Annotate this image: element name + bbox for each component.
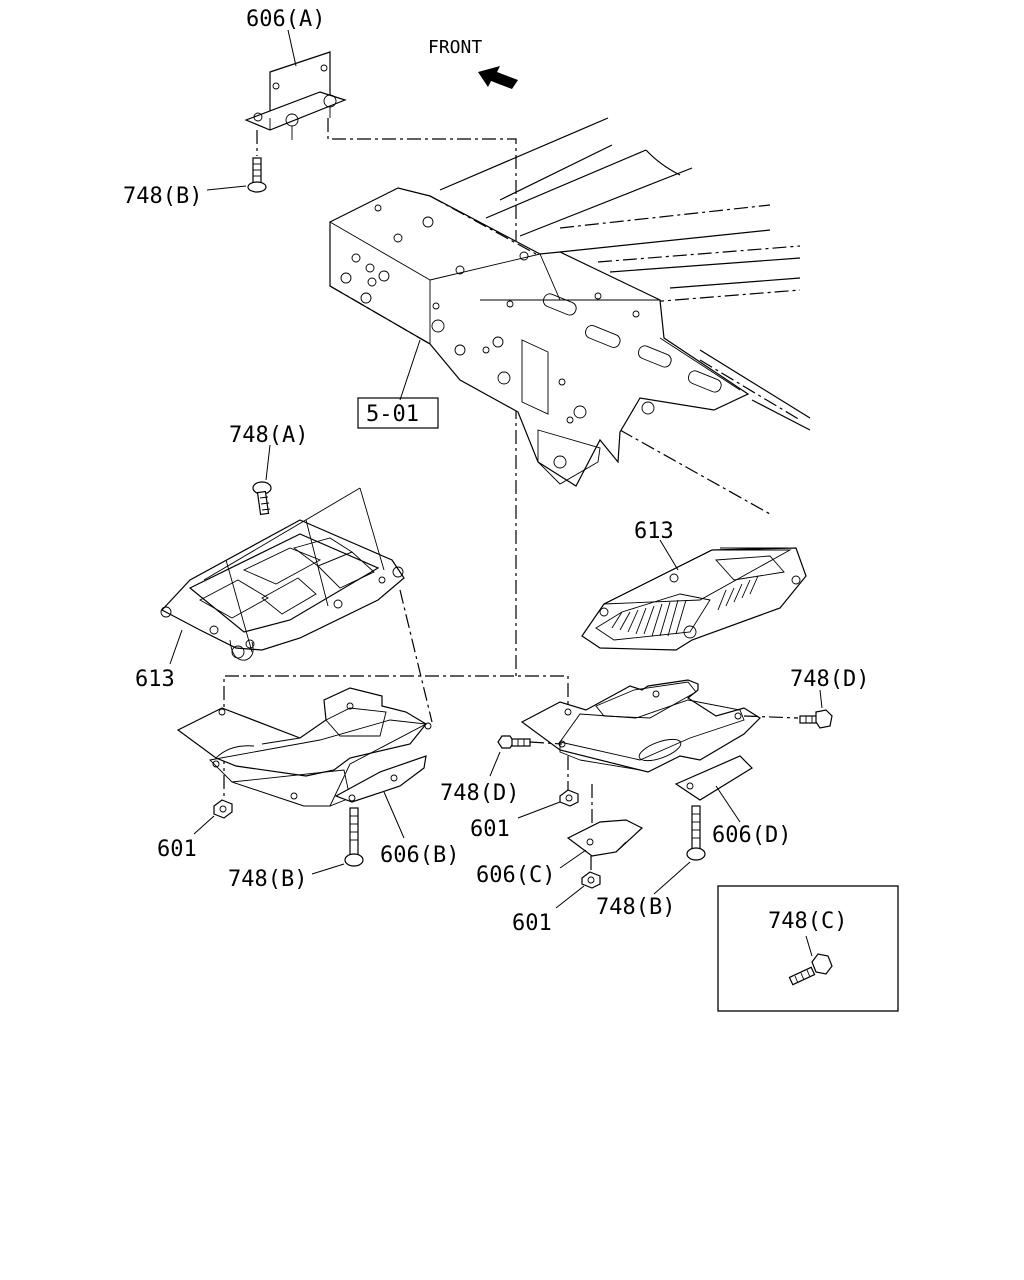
bolt-748a xyxy=(252,481,272,516)
label-5-01: 5-01 xyxy=(366,402,419,427)
nut-601-left xyxy=(213,799,233,819)
bracket-606b xyxy=(176,687,432,807)
bolt-748d-right xyxy=(743,709,833,729)
chassis-rails xyxy=(439,117,811,515)
bolt-748b-left xyxy=(344,807,364,867)
front-arrow-icon xyxy=(478,66,518,89)
label-748d-right: 748(D) xyxy=(790,667,869,692)
label-748c: 748(C) xyxy=(768,909,847,934)
frame-ref-box xyxy=(357,397,439,429)
label-601-bottom: 601 xyxy=(512,911,552,936)
module-613-right xyxy=(581,547,807,651)
label-606c: 606(C) xyxy=(476,863,555,888)
label-748b-top: 748(B) xyxy=(123,184,202,209)
cross-member-5-01 xyxy=(329,187,750,487)
nut-601-bottom xyxy=(581,856,601,889)
bracket-606d xyxy=(520,679,761,801)
front-indicator: FRONT xyxy=(428,37,518,89)
nut-601-mid xyxy=(559,789,579,807)
bolt-748c xyxy=(788,953,833,986)
label-601-mid: 601 xyxy=(470,817,510,842)
front-label: FRONT xyxy=(428,37,482,58)
module-613-left xyxy=(160,487,405,661)
bracket-606c xyxy=(566,819,644,857)
inset-748c: 748(C) xyxy=(717,885,899,1012)
label-748d-mid: 748(D) xyxy=(440,781,519,806)
label-601-left: 601 xyxy=(157,837,197,862)
label-606b: 606(B) xyxy=(380,843,459,868)
bracket-606a xyxy=(244,51,347,140)
label-613-right: 613 xyxy=(634,519,674,544)
bolt-748d-mid xyxy=(497,735,563,749)
label-613-left: 613 xyxy=(135,667,175,692)
label-748b-right: 748(B) xyxy=(596,895,675,920)
label-748a: 748(A) xyxy=(229,423,308,448)
bolt-748b-right xyxy=(686,805,706,861)
bolt-748b-top xyxy=(247,130,267,193)
label-748b-left: 748(B) xyxy=(228,867,307,892)
label-606a: 606(A) xyxy=(246,7,325,32)
label-606d: 606(D) xyxy=(712,823,791,848)
